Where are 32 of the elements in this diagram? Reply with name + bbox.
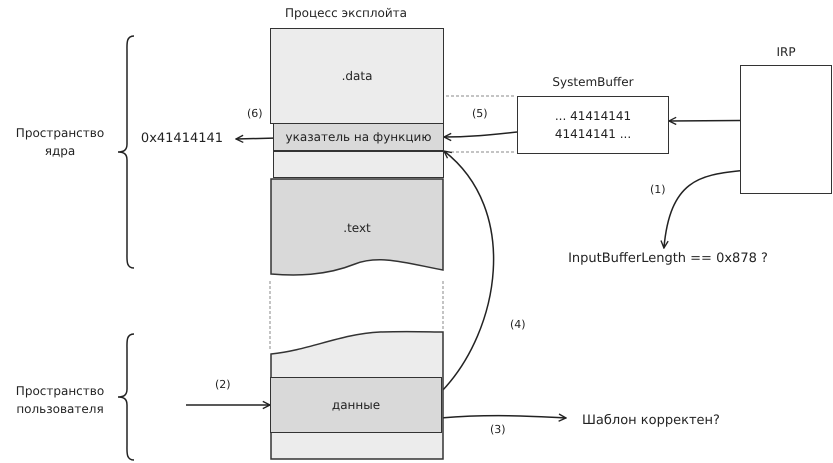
arrow — [443, 131, 518, 142]
node-text: 0x41414141 — [140, 130, 224, 146]
step-number: (6) — [245, 107, 265, 120]
step-number: (3) — [488, 423, 508, 436]
text-segment — [270, 178, 444, 278]
segment-label: .data — [342, 69, 372, 83]
buffer-contents: ... 41414141 41414141 ... — [554, 108, 632, 143]
step-number: (2) — [213, 378, 233, 391]
region-label: Пространство ядра — [14, 125, 106, 160]
node-text: Шаблон корректен? — [582, 412, 720, 428]
step-number: (5) — [470, 107, 490, 120]
node-text: InputBufferLength == 0x878 ? — [568, 250, 768, 266]
step-number: (4) — [508, 318, 528, 331]
step-number: (1) — [648, 183, 668, 196]
box-title: IRP — [775, 45, 797, 59]
arrow — [186, 400, 271, 410]
memory-segment — [273, 151, 444, 178]
segment-label: .text — [343, 221, 371, 235]
data-field — [270, 377, 442, 433]
column-heading: Процесс эксплойта — [285, 6, 407, 20]
arrow — [668, 116, 740, 126]
pointer-field — [273, 123, 444, 151]
segment-label: данные — [332, 398, 380, 412]
box-title: SystemBuffer — [551, 75, 635, 89]
arrow — [660, 170, 740, 249]
data-segment — [270, 28, 444, 124]
user-memory-segment — [270, 328, 444, 460]
region-label: Пространство пользователя — [14, 383, 106, 418]
arrow — [442, 413, 567, 422]
segment-label: указатель на функцию — [286, 130, 432, 144]
arrow — [441, 150, 494, 392]
arrow — [235, 134, 274, 144]
